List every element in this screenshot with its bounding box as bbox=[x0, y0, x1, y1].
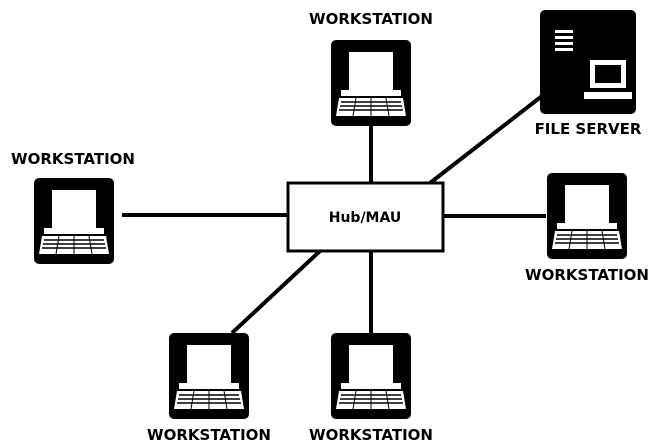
workstation-label: WORKSTATION bbox=[11, 150, 135, 168]
workstation-icon bbox=[546, 172, 628, 260]
workstation-top: WORKSTATION bbox=[309, 10, 433, 127]
workstation-icon bbox=[168, 332, 250, 420]
workstation-label: WORKSTATION bbox=[309, 426, 433, 444]
connections bbox=[122, 80, 562, 335]
workstation-icon bbox=[330, 332, 412, 420]
file-server: FILE SERVER bbox=[535, 10, 642, 138]
workstation-right: WORKSTATION bbox=[525, 172, 649, 284]
workstation-label: WORKSTATION bbox=[525, 266, 649, 284]
workstation-icon bbox=[330, 39, 412, 127]
link-file-server bbox=[428, 80, 562, 185]
workstation-label: WORKSTATION bbox=[147, 426, 271, 444]
workstation-label: WORKSTATION bbox=[309, 10, 433, 28]
link-ws-bottom-left bbox=[230, 249, 322, 335]
hub: Hub/MAU bbox=[286, 181, 445, 253]
workstation-bottom-left: WORKSTATION bbox=[147, 332, 271, 444]
file-server-icon bbox=[540, 10, 636, 114]
workstation-left: WORKSTATION bbox=[11, 150, 135, 265]
workstation-bottom-center: WORKSTATION bbox=[309, 332, 433, 444]
file-server-label: FILE SERVER bbox=[535, 120, 642, 138]
hub-label: Hub/MAU bbox=[329, 210, 402, 226]
workstation-icon bbox=[33, 177, 115, 265]
